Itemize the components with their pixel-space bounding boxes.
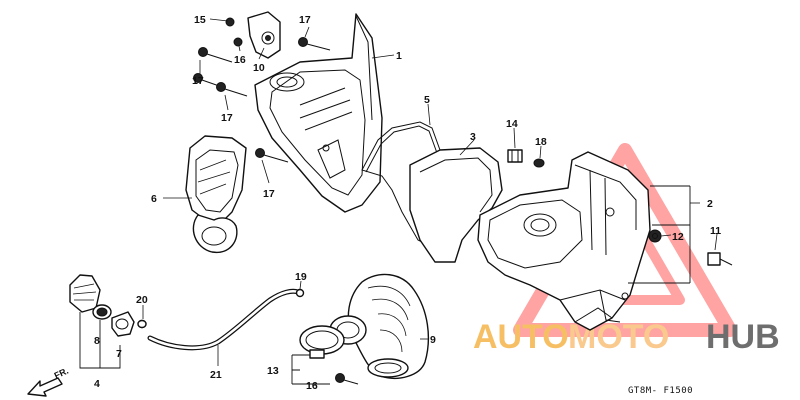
callout-13: 13	[267, 365, 279, 377]
leader-lines	[142, 18, 718, 366]
part-20-clip	[137, 319, 147, 329]
callout-9: 9	[430, 334, 436, 346]
part-4-drain-assembly	[69, 274, 147, 337]
callout-16-a: 15	[194, 14, 206, 26]
callout-3: 3	[470, 131, 476, 143]
part-10-bracket	[225, 11, 281, 59]
callout-10: 10	[253, 62, 265, 74]
callout-17-c: 17	[263, 188, 275, 200]
part-16-bolt-b	[233, 37, 243, 47]
part-3-plate	[409, 147, 503, 263]
part-1-cover	[254, 13, 383, 213]
watermark-hub-text: HUB	[706, 318, 780, 356]
callout-19: 19	[295, 271, 307, 283]
callout-17-a: 17	[192, 75, 204, 87]
callout-12: 12	[672, 231, 684, 243]
callout-5: 5	[424, 94, 430, 106]
part-19-clip	[295, 288, 305, 298]
callout-17-top: 17	[299, 14, 311, 26]
callout-2: 2	[707, 198, 713, 210]
diagram-code: GT8M- F1500	[628, 386, 693, 396]
part-6-duct	[185, 135, 247, 254]
front-direction-arrow: FR.	[27, 366, 70, 397]
part-11-bolt	[707, 252, 733, 266]
callout-7: 7	[116, 348, 122, 360]
callout-6: 6	[151, 193, 157, 205]
part-17-screw-top	[298, 37, 331, 51]
part-17-screw-d	[255, 148, 289, 163]
callout-4: 4	[94, 378, 100, 390]
callout-8: 8	[94, 335, 100, 347]
part-12-grommet	[648, 229, 662, 243]
callout-15: 16	[306, 380, 318, 392]
part-16-bolt-a	[225, 17, 235, 27]
part-17-screw-c	[216, 82, 248, 97]
callouts: 15 17 16 10 17 17 17 1 5 3 6 14 18 2 12 …	[94, 14, 721, 392]
bracket-4	[79, 312, 121, 369]
callout-21: 21	[210, 369, 222, 381]
part-9-intake-tube	[329, 273, 430, 380]
watermark-auto-text: AUTO	[473, 318, 569, 356]
screws	[137, 37, 733, 385]
callout-18: 18	[535, 136, 547, 148]
part-14-bolt	[507, 149, 523, 163]
front-direction-label: FR.	[53, 366, 70, 381]
bracket-13	[291, 354, 330, 385]
callout-16-b: 16	[234, 54, 246, 66]
bracket-2	[628, 185, 691, 284]
callout-14: 14	[506, 118, 518, 130]
part-18-washer	[533, 158, 545, 168]
callout-1: 1	[396, 50, 402, 62]
callout-20: 20	[136, 294, 148, 306]
part-17-screw-a	[198, 47, 233, 63]
callout-17-b: 17	[221, 112, 233, 124]
callout-11: 11	[710, 225, 721, 237]
part-15-screw	[335, 373, 359, 385]
part-2-housing	[477, 151, 651, 331]
part-13-clamp	[299, 325, 345, 359]
part-21-drain-tube	[147, 288, 305, 351]
